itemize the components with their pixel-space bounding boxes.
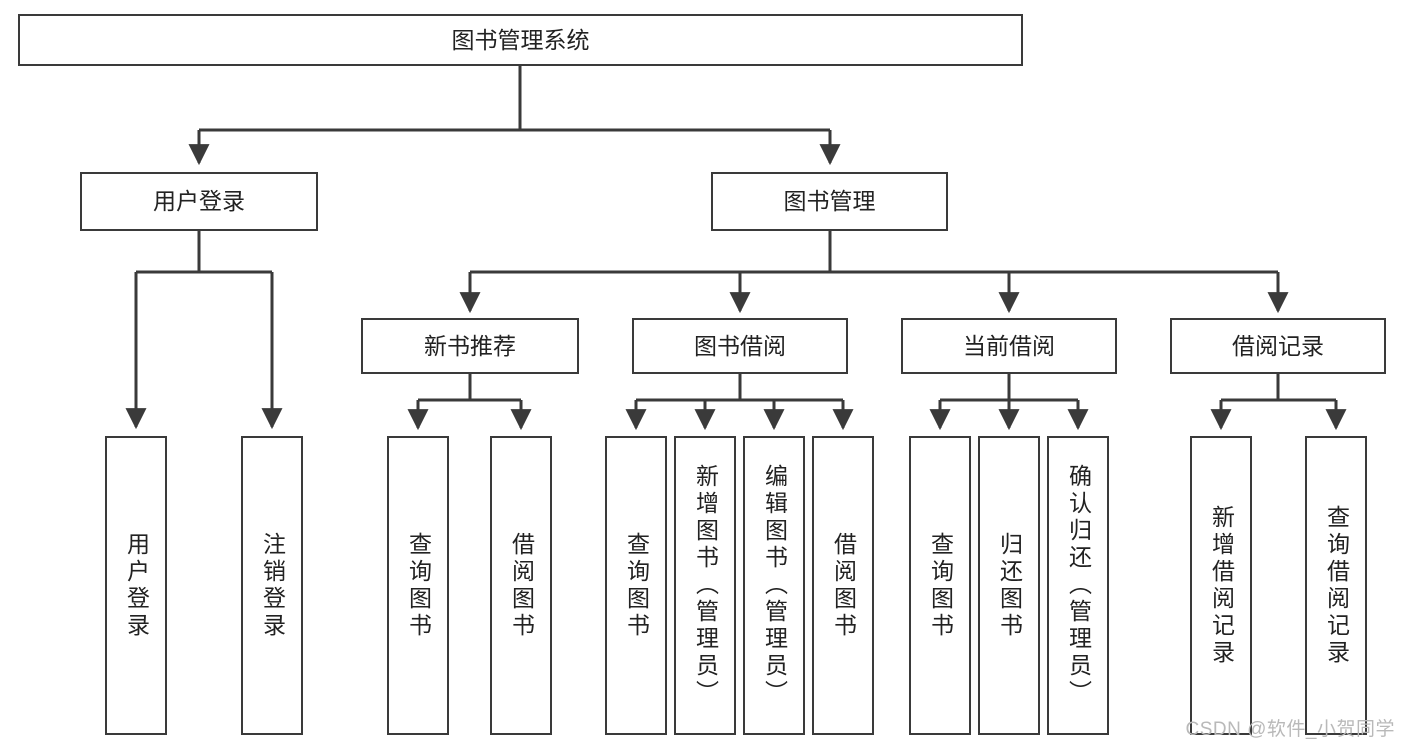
node-current-borrow[interactable]: 当前借阅: [901, 318, 1117, 374]
node-leaf-borrow-book-2[interactable]: 借阅图书: [812, 436, 874, 735]
node-root[interactable]: 图书管理系统: [18, 14, 1023, 66]
node-leaf-query-book-2-label: 查询图书: [623, 531, 650, 640]
node-leaf-query-book-1-label: 查询图书: [405, 531, 432, 640]
node-leaf-add-record[interactable]: 新增借阅记录: [1190, 436, 1252, 735]
node-user-login-label: 用户登录: [153, 188, 245, 215]
node-leaf-confirm-return-label: 确认归还（管理员）: [1065, 464, 1092, 707]
node-borrow-record-label: 借阅记录: [1232, 332, 1324, 359]
node-leaf-confirm-return[interactable]: 确认归还（管理员）: [1047, 436, 1109, 735]
watermark: CSDN @软件_小贺同学: [1185, 719, 1395, 740]
node-leaf-query-book-3-label: 查询图书: [927, 531, 954, 640]
node-leaf-query-record-label: 查询借阅记录: [1323, 504, 1350, 667]
node-leaf-return-book-label: 归还图书: [996, 531, 1023, 640]
node-leaf-user-login-label: 用户登录: [123, 531, 150, 640]
node-leaf-query-book-1[interactable]: 查询图书: [387, 436, 449, 735]
node-leaf-user-login[interactable]: 用户登录: [105, 436, 167, 735]
node-leaf-user-logout-label: 注销登录: [259, 531, 286, 640]
node-book-borrow[interactable]: 图书借阅: [632, 318, 848, 374]
node-leaf-query-book-2[interactable]: 查询图书: [605, 436, 667, 735]
node-current-borrow-label: 当前借阅: [963, 332, 1055, 359]
node-new-book-rec[interactable]: 新书推荐: [361, 318, 579, 374]
node-leaf-user-logout[interactable]: 注销登录: [241, 436, 303, 735]
node-leaf-edit-book[interactable]: 编辑图书（管理员）: [743, 436, 805, 735]
node-book-borrow-label: 图书借阅: [694, 332, 786, 359]
node-leaf-query-book-3[interactable]: 查询图书: [909, 436, 971, 735]
node-new-book-rec-label: 新书推荐: [424, 332, 516, 359]
node-book-manage-label: 图书管理: [783, 188, 876, 215]
node-leaf-return-book[interactable]: 归还图书: [978, 436, 1040, 735]
node-leaf-borrow-book-1[interactable]: 借阅图书: [490, 436, 552, 735]
node-leaf-edit-book-label: 编辑图书（管理员）: [761, 464, 788, 707]
node-user-login[interactable]: 用户登录: [80, 172, 318, 231]
node-borrow-record[interactable]: 借阅记录: [1170, 318, 1386, 374]
node-leaf-add-book[interactable]: 新增图书（管理员）: [674, 436, 736, 735]
node-leaf-query-record[interactable]: 查询借阅记录: [1305, 436, 1367, 735]
node-leaf-borrow-book-1-label: 借阅图书: [508, 531, 535, 640]
node-book-manage[interactable]: 图书管理: [711, 172, 948, 231]
node-leaf-add-book-label: 新增图书（管理员）: [692, 464, 719, 707]
node-leaf-borrow-book-2-label: 借阅图书: [830, 531, 857, 640]
node-leaf-add-record-label: 新增借阅记录: [1208, 504, 1235, 667]
node-root-label: 图书管理系统: [451, 26, 590, 53]
